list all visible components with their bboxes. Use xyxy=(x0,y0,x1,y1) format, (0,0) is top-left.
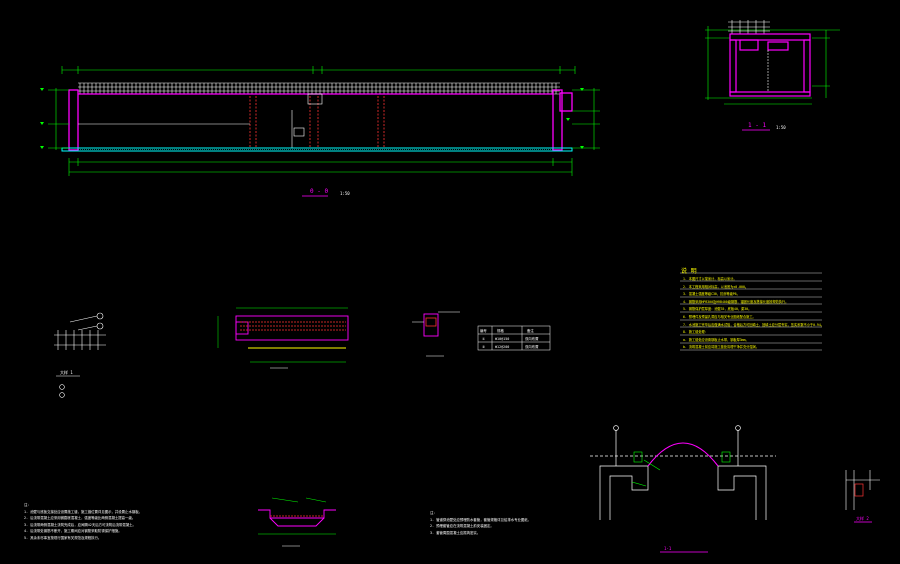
note-item: 1. 本图尺寸以毫米计，标高以米计。 xyxy=(683,277,737,281)
elevation-symbols xyxy=(40,88,584,149)
general-note-item: 注： xyxy=(430,511,437,515)
inner-columns xyxy=(249,96,385,148)
central-chamber xyxy=(291,93,323,148)
section-1-1 xyxy=(705,20,840,131)
section-1-1-scale: 1:50 xyxy=(776,125,786,130)
general-note-item: 注： xyxy=(24,503,31,507)
sleeve-table xyxy=(477,325,551,351)
side-dimensions xyxy=(705,26,840,105)
general-note-item: 2. 预埋套管应在浇筑混凝土前安装固定。 xyxy=(430,524,494,529)
section-1-1-title: 1 - 1 xyxy=(748,122,767,129)
pool-walls xyxy=(68,89,573,151)
table-cell: ① xyxy=(482,337,486,341)
general-note-item: 2. 后浇带混凝土应采用微膨胀混凝土，强度等级比两侧混凝土提高一级。 xyxy=(24,516,136,521)
post-pour-strip-detail xyxy=(258,497,336,547)
table-header-cell: 编号 xyxy=(480,329,487,333)
general-note-item: 1. 管道穿池壁处应预埋防水套管，套管规格详见给排水专业图纸。 xyxy=(430,517,532,522)
note-item: 6. 预埋件及预留孔洞应与相关专业图纸配合施工。 xyxy=(683,314,756,319)
general-note-item: 1. 池壁与底板交接处应设置施工缝，施工缝位置详见图示，并设置止水钢板。 xyxy=(24,509,143,514)
small-detail xyxy=(845,470,880,523)
side-walls xyxy=(729,33,811,97)
table-cell: Φ10@150 xyxy=(495,337,510,341)
floor-slab xyxy=(61,147,573,152)
arch-detail xyxy=(590,425,776,553)
note-item: 3. 混凝土强度等级C30，抗渗等级P6。 xyxy=(683,292,740,297)
section-0-0-title: 0 - 0 xyxy=(310,188,329,195)
table-cell: Φ12@200 xyxy=(495,345,510,349)
sleeve-detail xyxy=(412,311,460,357)
note-item: 5. 钢筋保护层厚度：池壁35，底板40，梁30。 xyxy=(683,307,752,312)
note-item: a. 施工缝处应设置钢板止水带，钢板厚3mm。 xyxy=(683,337,749,342)
arch-detail-title: 1-1 xyxy=(664,546,672,551)
general-note-item: 4. 后浇带处钢筋不断开，施工期间应对钢筋采取防锈保护措施。 xyxy=(24,529,122,534)
note-item: 8. 施工缝处理： xyxy=(683,330,708,335)
section-0-0 xyxy=(40,66,600,197)
note-item: b. 浇筑混凝土前应将施工缝处清理干净并充分湿润。 xyxy=(683,345,759,350)
note-item: 4. 钢筋采用HPB300及HRB400级钢筋，锚固长度及搭接长度按规范执行。 xyxy=(683,299,789,304)
general-notes-mid: 注： 1. 管道穿池壁处应预埋防水套管，套管规格详见给排水专业图纸。 2. 预埋… xyxy=(430,510,531,536)
table-cell: 双向布置 xyxy=(525,337,539,341)
table-header-cell: 备注 xyxy=(527,329,534,333)
small-detail-title: 大样 2 xyxy=(856,516,869,521)
table-cell: ② xyxy=(482,345,486,349)
general-notes-left: 注： 1. 池壁与底板交接处应设置施工缝，施工缝位置详见图示，并设置止水钢板。 … xyxy=(24,502,142,542)
section-0-0-scale: 1:50 xyxy=(340,191,350,196)
note-item: 2. 本工程采用相对标高，以池底为±0.000。 xyxy=(683,284,749,289)
detail-1-title: 大样 1 xyxy=(60,370,73,375)
bottom-dimension-lines xyxy=(68,158,573,176)
top-dimension-line xyxy=(61,66,576,74)
beam-detail xyxy=(217,307,349,369)
table-header-cell: 规格 xyxy=(497,329,504,333)
notes-heading: 说 明 xyxy=(681,268,697,275)
elevation-markers xyxy=(48,88,600,150)
detail-1 xyxy=(54,312,106,398)
railing xyxy=(78,82,560,95)
general-note-item: 3. 后浇带两侧混凝土浇筑完成后，应间隔42天后方可浇筑后浇带混凝土。 xyxy=(24,522,136,527)
general-note-item: 5. 其余未尽事宜按现行国家有关规范及规程执行。 xyxy=(24,535,102,540)
side-railing xyxy=(728,20,770,34)
note-item: 7. 水池施工完毕后应做满水试验，合格后方可回填土，回填土应分层夯实，压实系数不… xyxy=(683,322,823,327)
notes-rule-lines xyxy=(680,272,822,351)
general-note-item: 3. 套管周围混凝土应振捣密实。 xyxy=(430,530,481,535)
notes-list: 1. 本图尺寸以毫米计，标高以米计。 2. 本工程采用相对标高，以池底为±0.0… xyxy=(683,276,823,352)
table-cell: 双向布置 xyxy=(525,345,539,349)
